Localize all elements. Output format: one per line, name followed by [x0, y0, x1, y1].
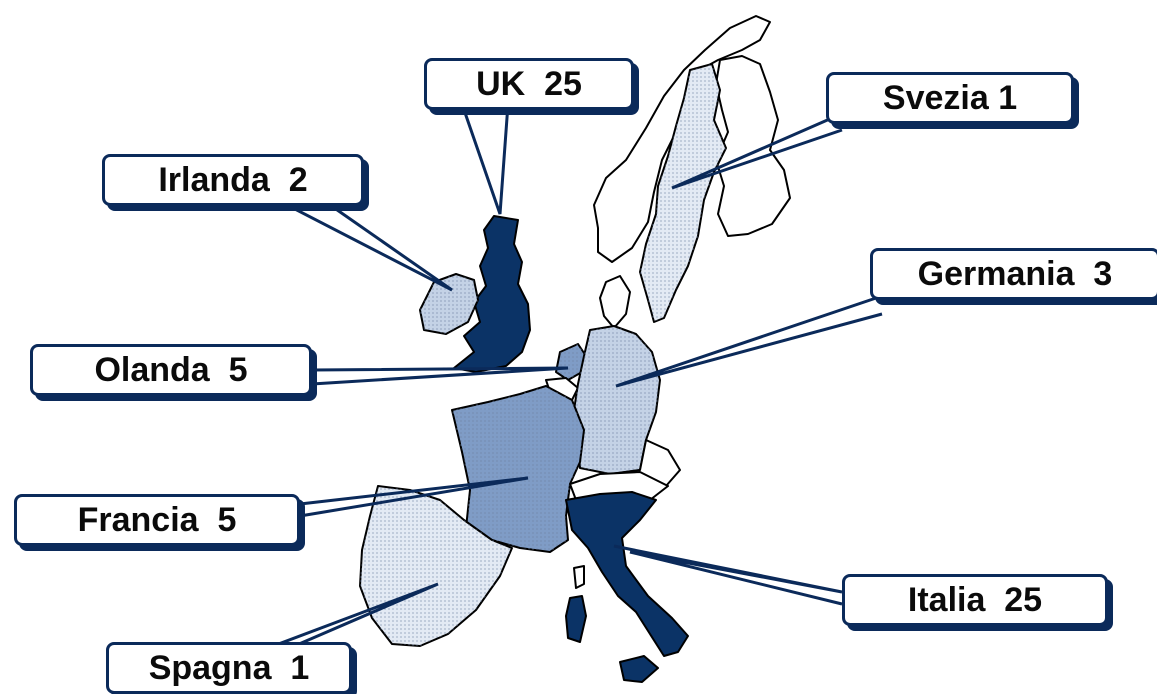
callout-italy: Italia 25 [842, 574, 1108, 626]
label-germany: Germania 3 [917, 254, 1113, 293]
leader-lines [235, 103, 883, 662]
label-ireland: Irlanda 2 [158, 160, 308, 199]
leader-ireland [253, 186, 453, 292]
callout-germany: Germania 3 [870, 248, 1157, 300]
leader-netherlands [311, 366, 569, 386]
country-italy [565, 491, 689, 657]
country-norway [593, 15, 771, 263]
label-sweden: Svezia 1 [882, 78, 1018, 117]
country-finland [715, 55, 791, 237]
label-france: Francia 5 [77, 500, 237, 539]
island-corsica [573, 565, 585, 589]
island-sicily [619, 655, 659, 683]
label-italy: Italia 25 [907, 580, 1043, 619]
callout-ireland: Irlanda 2 [102, 154, 364, 206]
callout-sweden: Svezia 1 [826, 72, 1074, 124]
country-germany-texture [574, 326, 660, 474]
country-spain-texture [360, 486, 512, 646]
callout-uk: UK 25 [424, 58, 634, 110]
label-netherlands: Olanda 5 [94, 350, 248, 389]
country-ireland-texture [420, 274, 478, 334]
leader-italy [613, 544, 843, 606]
label-uk: UK 25 [476, 64, 582, 103]
callout-spain: Spagna 1 [106, 642, 352, 694]
leader-sweden [671, 116, 843, 190]
country-denmark [599, 275, 631, 329]
leader-uk [460, 103, 510, 215]
label-spain: Spagna 1 [148, 648, 310, 687]
leader-spain [235, 582, 439, 662]
country-sweden-texture [640, 64, 726, 322]
country-france-texture [452, 386, 584, 552]
leader-germany [615, 294, 883, 388]
callout-netherlands: Olanda 5 [30, 344, 312, 396]
callout-france: Francia 5 [14, 494, 300, 546]
island-sardinia [565, 595, 587, 643]
country-netherlands-texture [556, 344, 586, 380]
leader-france [299, 476, 529, 518]
